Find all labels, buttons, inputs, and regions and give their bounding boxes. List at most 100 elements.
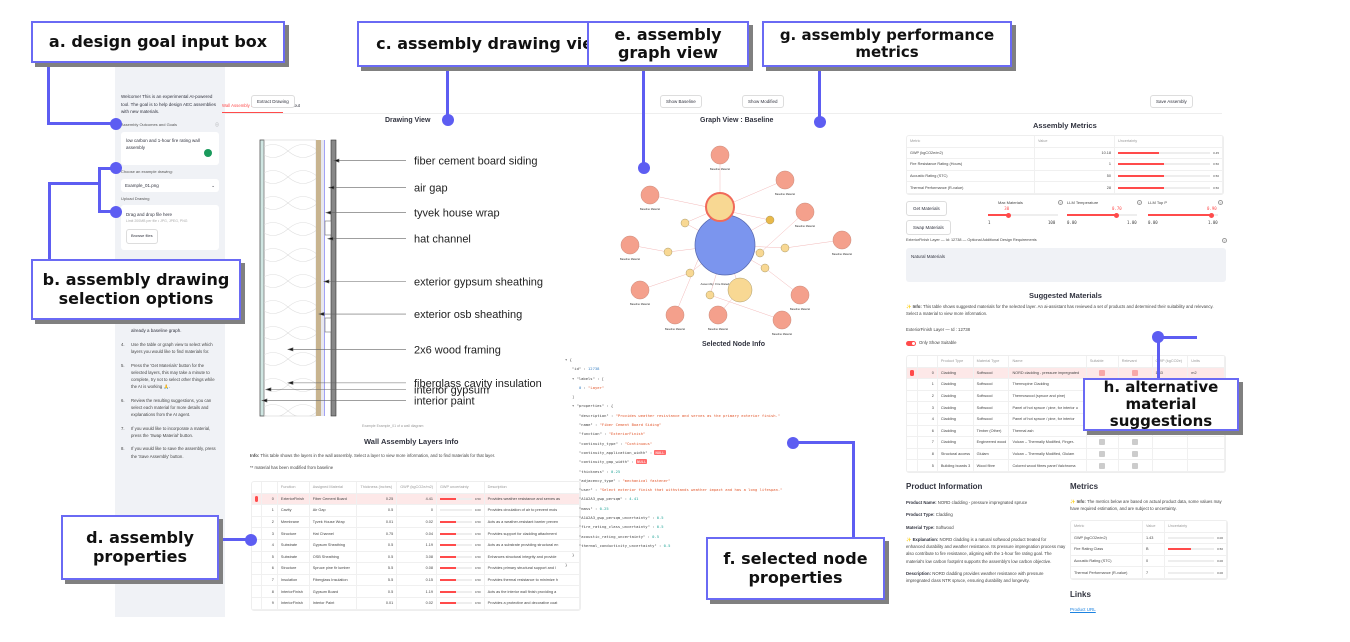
column-header[interactable] — [262, 482, 278, 493]
relevant-checkbox[interactable] — [1119, 437, 1153, 448]
row-select[interactable] — [907, 413, 918, 425]
checkbox-checked[interactable] — [255, 495, 258, 502]
checkbox[interactable] — [1132, 369, 1139, 376]
assembly-graph[interactable]: Assembly: Fire Rated Wall AssemblyBaseli… — [610, 140, 860, 340]
row-select[interactable] — [907, 390, 918, 402]
checkbox[interactable] — [1099, 462, 1106, 469]
row-select[interactable] — [252, 505, 262, 516]
column-header[interactable]: Assigned Material — [310, 482, 358, 493]
description-cell: Acts as the interior wall finish providi… — [485, 586, 581, 597]
json-property: "user" : "Select exterior finish that wi… — [579, 487, 783, 493]
row-select[interactable] — [252, 563, 262, 574]
column-header[interactable] — [252, 482, 262, 493]
checkbox-checked[interactable] — [910, 369, 914, 376]
browse-files-button[interactable]: Browse files — [126, 228, 158, 244]
relevant-checkbox[interactable] — [1119, 460, 1153, 471]
help-icon[interactable]: ⓘ — [215, 121, 219, 127]
goals-input[interactable]: low carbon and 1-hour fire rating wall a… — [121, 131, 219, 165]
example-select[interactable]: Example_01.png ⌄ — [121, 178, 219, 192]
relevant-checkbox[interactable] — [1119, 448, 1153, 460]
suitable-checkbox[interactable] — [1087, 460, 1119, 471]
row-select[interactable] — [252, 493, 262, 505]
column-header[interactable]: Thickness (inches) — [357, 482, 398, 493]
grammarly-icon[interactable] — [204, 148, 212, 157]
save-assembly-button[interactable]: Save Assembly — [1150, 95, 1193, 108]
row-select[interactable] — [907, 367, 918, 379]
node-json-viewer[interactable]: ▾ {"id" : 12738▾ "labels" : [0 : "Layer"… — [565, 355, 885, 569]
requirements-input[interactable]: Natural Materials — [906, 248, 1226, 282]
relevant-checkbox[interactable] — [1119, 367, 1153, 379]
column-header[interactable]: Relevant — [1119, 356, 1153, 367]
column-header[interactable] — [918, 356, 938, 367]
help-icon[interactable]: ? — [1137, 200, 1142, 205]
row-select[interactable] — [907, 425, 918, 437]
slider-track[interactable] — [988, 214, 1058, 216]
welcome-text: Welcome! This is an experimental AI-powe… — [121, 94, 216, 115]
column-header[interactable]: Name — [1009, 356, 1087, 367]
row-select[interactable] — [252, 574, 262, 586]
column-header[interactable]: Units — [1188, 356, 1226, 367]
upload-dropzone[interactable]: Drag and drop file here Limit 200MB per … — [121, 205, 219, 251]
checkbox[interactable] — [1132, 439, 1139, 446]
column-header[interactable]: Function — [278, 482, 310, 493]
row-select[interactable] — [907, 437, 918, 448]
column-header[interactable]: GWP (kgCO2e) — [1153, 356, 1189, 367]
slider-thumb[interactable] — [1208, 212, 1214, 218]
material-node — [708, 305, 728, 325]
row-select[interactable] — [907, 379, 918, 390]
column-header[interactable]: Material Type — [974, 356, 1010, 367]
slider-thumb[interactable] — [1005, 212, 1011, 218]
leader-arrow — [333, 158, 340, 163]
checkbox[interactable] — [1099, 439, 1106, 446]
checkbox[interactable] — [1132, 462, 1139, 469]
row-select[interactable] — [907, 402, 918, 413]
suitable-checkbox[interactable] — [1087, 367, 1119, 379]
product-url-link[interactable]: Product URL — [1070, 607, 1096, 612]
suitable-checkbox[interactable] — [1087, 437, 1119, 448]
column-header[interactable]: Suitable — [1087, 356, 1119, 367]
row-select[interactable] — [252, 597, 262, 609]
show-baseline-button[interactable]: Show Baseline — [660, 95, 702, 108]
column-header[interactable]: Product Type — [938, 356, 974, 367]
help-icon[interactable]: ? — [1058, 200, 1063, 205]
row-select[interactable] — [252, 516, 262, 528]
help-icon[interactable]: ? — [1218, 200, 1223, 205]
extract-drawing-button[interactable]: Extract Drawing — [251, 95, 295, 108]
get-materials-button[interactable]: Get Materials — [906, 201, 947, 216]
checkbox[interactable] — [1099, 451, 1106, 458]
only-suitable-toggle[interactable] — [906, 341, 916, 346]
row-select[interactable] — [252, 551, 262, 563]
row-select[interactable] — [907, 448, 918, 460]
row-select[interactable] — [252, 528, 262, 539]
checkbox[interactable] — [1099, 369, 1106, 376]
column-header[interactable] — [907, 356, 918, 367]
uncertainty-bar — [439, 602, 472, 605]
row-select[interactable] — [252, 539, 262, 551]
swap-materials-button[interactable]: Swap Materials — [906, 220, 951, 235]
row-select[interactable] — [252, 586, 262, 597]
metric-value: 0 — [1143, 555, 1165, 567]
checkbox[interactable] — [1132, 451, 1139, 458]
column-header[interactable]: GWP (kgCO2e/m2) — [397, 482, 437, 493]
column-header[interactable]: Description — [485, 482, 581, 493]
suitable-checkbox[interactable] — [1087, 448, 1119, 460]
column-header[interactable]: GWP uncertainty — [437, 482, 485, 493]
help-icon[interactable]: ? — [1222, 238, 1227, 243]
row-select[interactable] — [907, 460, 918, 471]
show-modified-button[interactable]: Show Modified — [742, 95, 784, 108]
slider-thumb[interactable] — [1113, 212, 1119, 218]
